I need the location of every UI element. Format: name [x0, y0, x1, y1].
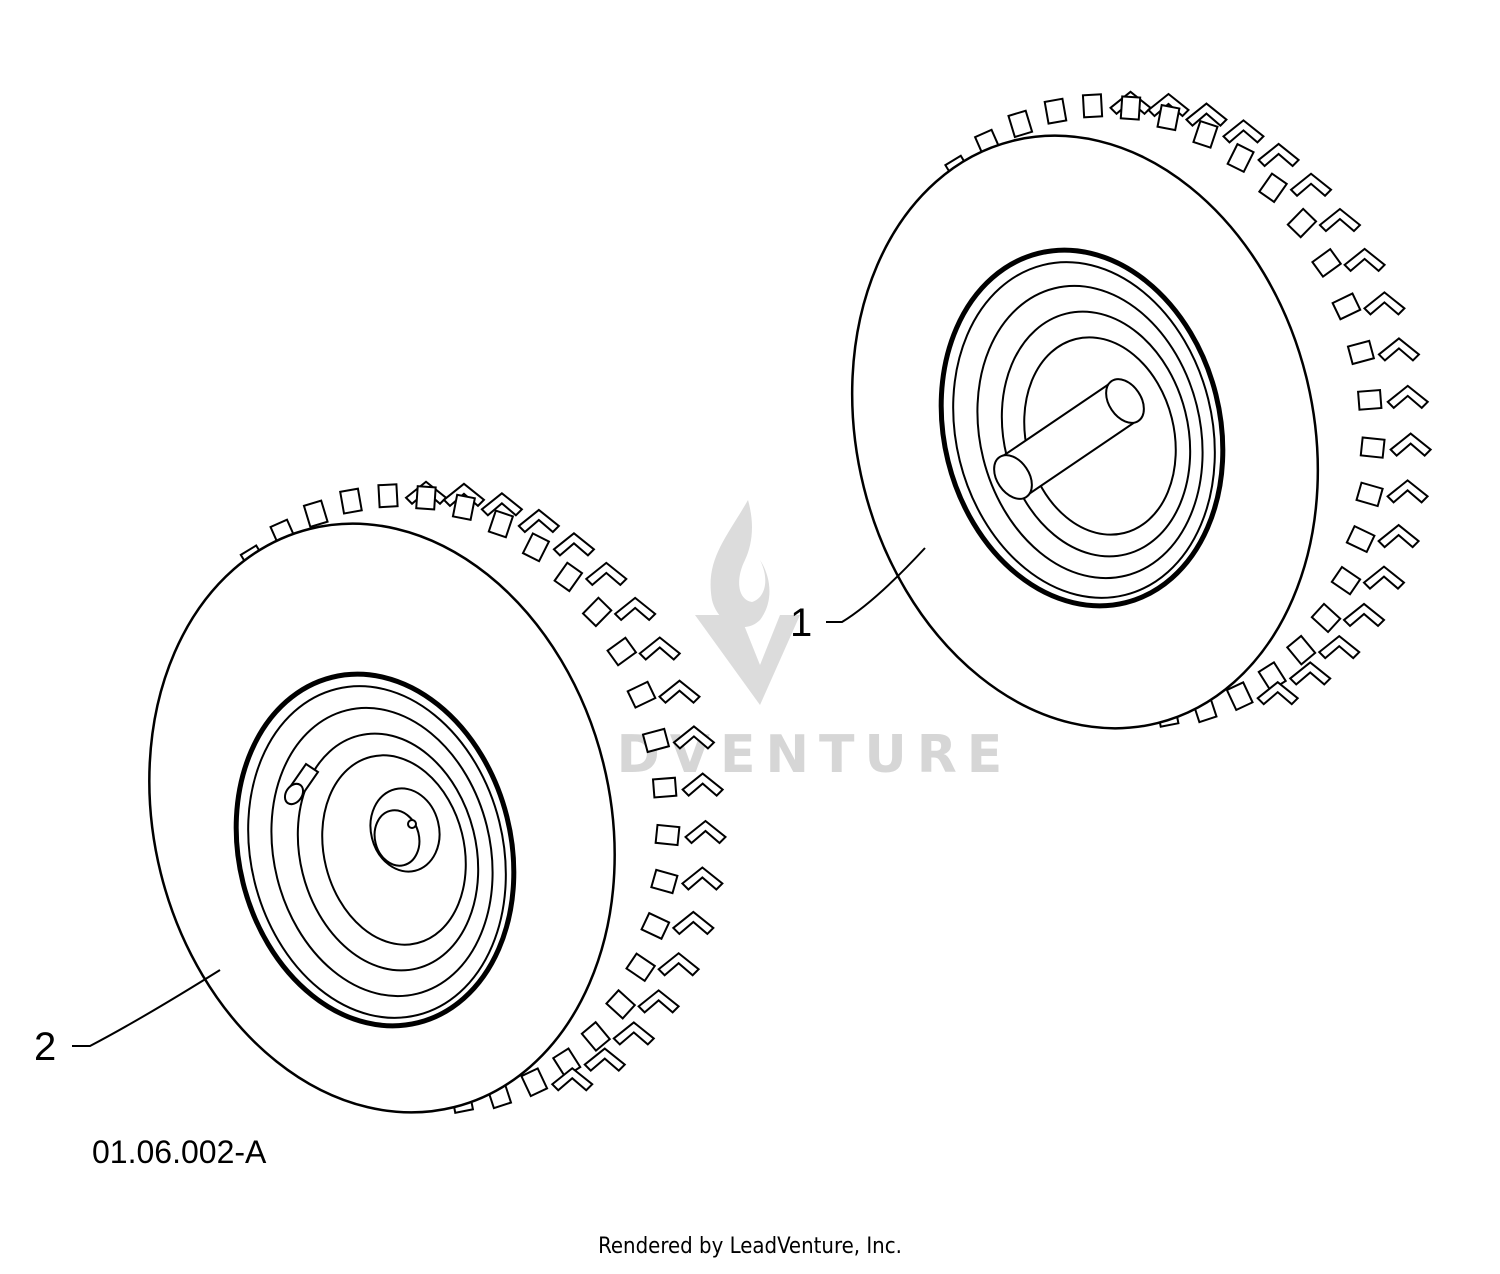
wheel-1 — [850, 90, 1433, 730]
tread-block — [640, 911, 671, 941]
tread-block — [520, 1067, 549, 1098]
tread-block — [1346, 339, 1376, 366]
tread-block — [1119, 95, 1142, 121]
tread-lug — [1377, 337, 1421, 362]
tread-lug — [684, 819, 728, 845]
tread-lug — [638, 636, 682, 661]
tread-block — [1345, 524, 1376, 554]
tread-lug — [681, 772, 725, 797]
tread-lug — [1289, 172, 1333, 198]
callout-label-1[interactable]: 1 — [790, 601, 812, 645]
tread-lug — [1389, 432, 1433, 457]
tread-lug — [680, 866, 724, 891]
tread-lug — [1256, 680, 1300, 706]
tread-lug — [671, 910, 715, 936]
tread-block — [641, 727, 671, 754]
tread-block — [339, 487, 363, 515]
tread-lug — [1317, 634, 1361, 660]
tread-block — [1359, 436, 1386, 459]
tread-lug — [612, 1021, 656, 1046]
tread-block — [1286, 207, 1318, 239]
tread-lug — [1386, 384, 1430, 410]
tread-block — [1226, 142, 1255, 174]
tread-lug — [1377, 523, 1421, 549]
tread-block — [1355, 481, 1384, 508]
tread-lug — [637, 989, 681, 1014]
wheel-1-rim — [938, 247, 1226, 609]
tread-block — [1285, 634, 1317, 666]
leader-line-2 — [72, 969, 221, 1047]
tread-block — [625, 952, 657, 983]
tread-block — [1007, 109, 1034, 139]
tread-block — [1331, 292, 1362, 321]
tread-block — [1192, 119, 1219, 149]
tread-lug — [1257, 142, 1301, 168]
tread-block — [1310, 602, 1342, 634]
tread-block — [521, 532, 551, 563]
tread-block — [606, 636, 638, 667]
figure-id: 01.06.002-A — [92, 1134, 267, 1170]
tread-block — [415, 485, 437, 511]
wheel-2-hub — [369, 787, 441, 873]
tread-block — [553, 561, 584, 593]
callout-label-2[interactable]: 2 — [34, 1025, 56, 1069]
tread-block — [1225, 681, 1254, 712]
tread-block — [1043, 97, 1068, 125]
wheel-2-valve-stem — [283, 762, 320, 806]
tread-lug — [517, 508, 561, 534]
tread-block — [1156, 103, 1181, 132]
tread-block — [487, 509, 515, 539]
render-credit: Rendered by LeadVenture, Inc. — [598, 1234, 902, 1259]
wheel-1-axle — [993, 378, 1145, 500]
tread-lug — [550, 1066, 594, 1092]
tread-lug — [658, 679, 702, 705]
tread-lug — [1184, 102, 1228, 127]
tread-block — [1257, 172, 1289, 204]
tread-lug — [1362, 565, 1406, 590]
callout-leaders — [72, 547, 926, 1047]
wheel-2 — [148, 480, 728, 1114]
tread-block — [626, 680, 657, 709]
watermark-flame-icon — [710, 500, 770, 628]
tread-lug — [584, 561, 628, 587]
tread-lug — [1386, 479, 1430, 504]
tread-lug — [552, 532, 596, 557]
tread-block — [1330, 565, 1362, 596]
tread-block — [302, 499, 329, 529]
tread-lug — [1318, 207, 1362, 233]
tread-block — [580, 1020, 612, 1053]
tread-lug — [1221, 119, 1265, 144]
tread-block — [651, 776, 678, 799]
tread-lug — [672, 725, 716, 750]
tread-block — [1357, 388, 1383, 411]
watermark-v-icon — [695, 615, 800, 705]
tread-block — [1311, 247, 1343, 279]
tread-lug — [1343, 247, 1387, 273]
tread-lug — [583, 1047, 627, 1072]
leader-line-1 — [826, 547, 926, 623]
tread-block — [650, 868, 679, 895]
tread-lug — [613, 596, 657, 622]
tread-lug — [480, 492, 524, 517]
tread-block — [377, 483, 399, 509]
tread-lug — [1288, 661, 1332, 686]
tread-lug — [1362, 291, 1406, 316]
tread-lug — [657, 951, 701, 977]
tread-block — [1081, 93, 1104, 119]
tread-block — [581, 596, 613, 628]
tread-lug — [1342, 602, 1386, 628]
tread-block — [654, 823, 681, 847]
wheel-2-rim — [233, 671, 517, 1029]
tread-block — [451, 493, 477, 522]
tread-block — [605, 988, 637, 1020]
